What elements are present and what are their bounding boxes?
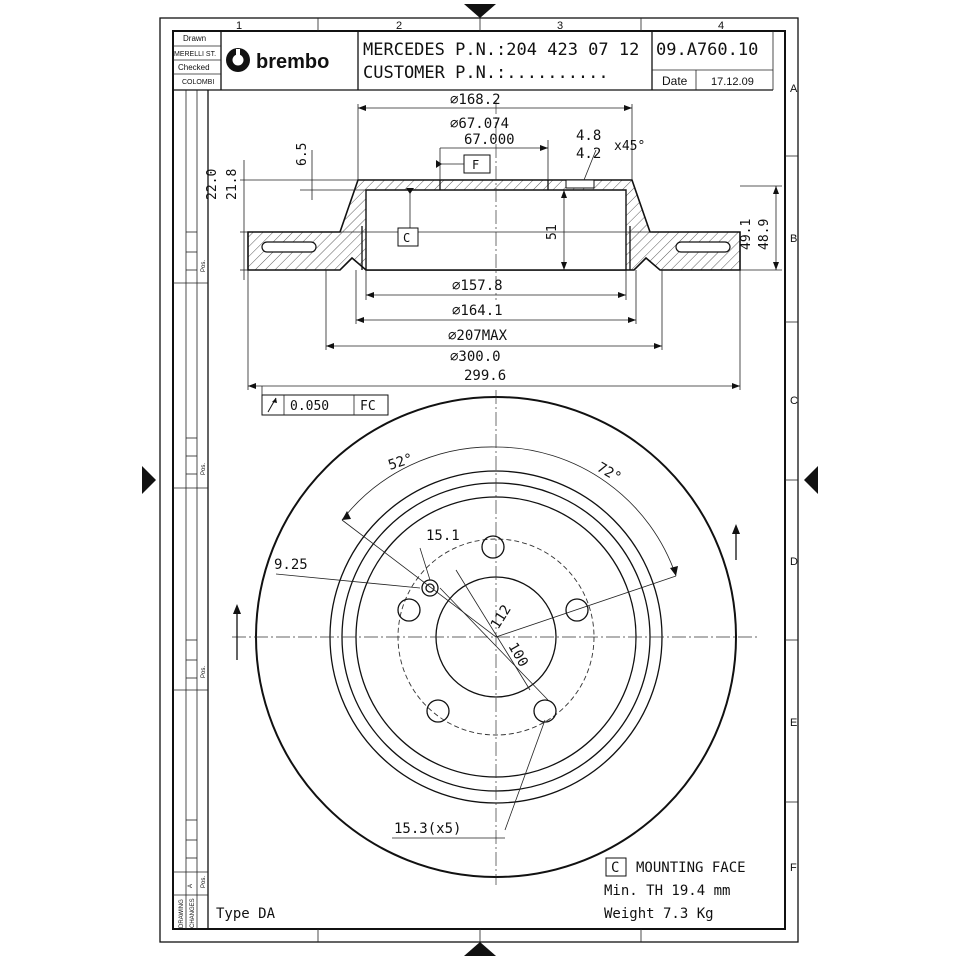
angle-72: 72° — [594, 460, 624, 487]
customer-part-number: CUSTOMER P.N.:.......... — [363, 63, 609, 83]
brand-name: brembo — [256, 51, 329, 73]
col-label-4: 4 — [718, 20, 724, 32]
mounting-ref-box — [605, 857, 627, 877]
row-label-f: F — [790, 862, 797, 874]
title-block — [173, 31, 774, 91]
runout-tolerance-frame: 0.050 FC — [261, 386, 389, 416]
datum-f-label: F — [472, 158, 479, 172]
dim-51: 51 — [545, 224, 560, 240]
brembo-logo: brembo — [226, 48, 329, 73]
changes-label: CHANGES — [190, 898, 196, 928]
dim-67b: 67.000 — [464, 132, 515, 148]
dim-300-a: ∅300.0 — [450, 349, 501, 365]
brembo-part-number: 09.A760.10 — [656, 40, 758, 60]
centering-marks — [142, 4, 818, 956]
dim-300-b: 299.6 — [464, 368, 506, 384]
a-label: A — [188, 884, 194, 888]
dim-168: ∅168.2 — [450, 92, 501, 108]
mounting-ref: C — [611, 860, 619, 876]
runout-reference: FC — [360, 399, 376, 414]
drawn-label: Drawn — [183, 34, 206, 43]
dim-207: ∅207MAX — [448, 328, 508, 344]
pos-label-2: Pos. — [201, 463, 207, 475]
dimension-arrows — [248, 105, 779, 389]
dim-22-0: 22.0 — [205, 169, 220, 200]
pos-label-4: Pos. — [201, 876, 207, 888]
checked-label: Checked — [178, 63, 210, 72]
drawing-label: DRAWING — [179, 899, 185, 928]
dim-chamfer-a: 4.8 — [576, 128, 601, 144]
oem-part-number: MERCEDES P.N.:204 423 07 12 — [363, 40, 639, 60]
dim-15-3: 15.3(x5) — [394, 821, 461, 837]
revision-strip: Pos. Pos. Pos. Pos. A DRAWING CHANGES — [173, 89, 221, 929]
dim-chamfer-b: 4.2 — [576, 146, 601, 162]
date-label: Date — [662, 74, 688, 88]
dim-48-9: 48.9 — [757, 219, 772, 250]
section-view: C F — [247, 100, 741, 300]
date-value: 17.12.09 — [711, 76, 754, 88]
dimension-lines — [240, 104, 782, 390]
row-label-e: E — [790, 717, 797, 729]
datum-c-label: C — [403, 231, 410, 245]
mounting-face-label: MOUNTING FACE — [636, 860, 746, 876]
row-label-a: A — [790, 83, 798, 95]
dim-15-1: 15.1 — [426, 528, 460, 544]
weight: Weight 7.3 Kg — [604, 906, 714, 922]
dim-21-8: 21.8 — [225, 169, 240, 200]
grid-ticks — [317, 18, 798, 942]
front-view — [232, 390, 760, 885]
type-label: Type DA — [216, 906, 276, 922]
row-label-b: B — [790, 233, 797, 245]
angle-52: 52° — [386, 451, 415, 474]
pos-label-1: Pos. — [201, 260, 207, 272]
col-label-1: 1 — [236, 20, 242, 32]
dim-6-5: 6.5 — [295, 143, 310, 166]
col-label-3: 3 — [557, 20, 563, 32]
col-label-2: 2 — [396, 20, 402, 32]
dim-49-1: 49.1 — [739, 219, 754, 250]
row-label-c: C — [790, 395, 798, 407]
min-thickness: Min. TH 19.4 mm — [604, 883, 730, 899]
dim-chamfer-angle: x45° — [614, 139, 645, 154]
dim-67a: ∅67.074 — [450, 116, 509, 132]
row-label-d: D — [790, 556, 798, 568]
dim-157-8: ∅157.8 — [452, 278, 503, 294]
drawn-by: MERELLI ST. — [174, 51, 216, 58]
dim-9-25: 9.25 — [274, 557, 308, 573]
dim-164-1: ∅164.1 — [452, 303, 503, 319]
runout-value: 0.050 — [290, 399, 329, 414]
pos-label-3: Pos. — [201, 666, 207, 678]
checked-by: COLOMBI — [182, 79, 214, 86]
